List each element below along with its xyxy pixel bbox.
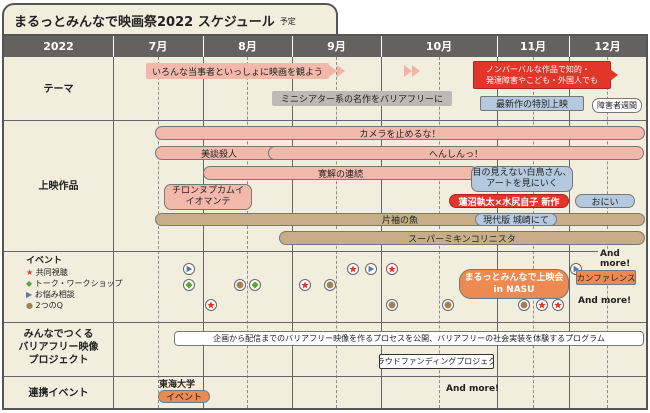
- row-divider: [4, 322, 646, 323]
- grid-dash: [247, 57, 248, 408]
- arrow-icon: [412, 65, 420, 77]
- legend-title: イベント: [26, 256, 63, 266]
- events-and-more-1: And more!: [598, 249, 646, 269]
- diamond-icon: [249, 279, 261, 291]
- legend-item: ◆ トーク・ワークショップ: [26, 279, 123, 288]
- title-tab: まるっとみんなで映画祭2022 スケジュール 予定: [2, 3, 338, 35]
- star-icon: [205, 299, 217, 311]
- row-label-partner: 連携イベント: [28, 388, 89, 399]
- year-cell: 2022: [43, 40, 74, 53]
- row-divider: [4, 120, 646, 121]
- theme-bar-1: いろんな当事者といっしょに映画を観よう: [146, 63, 329, 79]
- film-bar-7: 蓮沼執太×水尻自子 新作: [449, 194, 569, 208]
- grid-line: [113, 57, 114, 408]
- circle-icon: [386, 299, 398, 311]
- diamond-icon: ◆: [26, 279, 33, 288]
- month-header: 2022 7月 8月 9月 10月 11月 12月: [4, 36, 646, 57]
- row-label-theme: テーマ: [43, 84, 74, 95]
- star-icon: [299, 279, 311, 291]
- star-icon: [536, 299, 548, 311]
- row-divider: [4, 251, 646, 252]
- arrow-icon: [337, 65, 345, 77]
- play-icon: ▶: [26, 290, 33, 299]
- project-bar-1: 企画から配信までのバリアフリー映像を作るプロセスを公開、バリアフリーの社会実装を…: [174, 331, 644, 346]
- film-bar-3: へんしんっ！: [268, 146, 644, 160]
- month-jul: 7月: [148, 40, 168, 53]
- grid-line: [203, 57, 204, 408]
- star-icon: ★: [26, 268, 34, 277]
- grid-dash: [158, 57, 159, 408]
- partner-and-more: And more!: [446, 384, 500, 394]
- month-sep: 9月: [327, 40, 346, 53]
- arrow-icon: [404, 65, 412, 77]
- film-bar-10: 現代版 城崎にて: [475, 213, 557, 226]
- row-label-films: 上映作品: [38, 181, 79, 192]
- film-bar-5: 目の見えない白鳥さん、 アートを見にいく: [471, 166, 573, 192]
- circle-icon: [234, 279, 246, 291]
- event-conference: カンファレンス: [576, 270, 636, 285]
- star-icon: [386, 263, 398, 275]
- month-aug: 8月: [238, 40, 257, 53]
- star-icon: [552, 299, 564, 311]
- event-nasu: まるっとみんなで上映会 in NASU: [459, 269, 569, 299]
- film-bar-4: 寛解の連続: [203, 166, 478, 180]
- page-title: まるっとみんなで映画祭2022 スケジュール: [14, 14, 275, 30]
- play-icon: [183, 263, 195, 275]
- partner-tokai: 東海大学: [159, 380, 196, 390]
- legend-item: ★ 共同視聴: [26, 268, 68, 277]
- event-legend: イベント ★ 共同視聴 ◆ トーク・ワークショップ ▶ お悩み相談 ● 2つのQ: [26, 256, 123, 311]
- diamond-icon: [183, 279, 195, 291]
- film-bar-9: 片袖の魚: [155, 213, 645, 226]
- theme-bar-4: 最新作の特別上映: [480, 96, 584, 111]
- arrow-icon: [329, 65, 337, 77]
- circle-icon: ●: [26, 301, 33, 310]
- film-bar-1: カメラを止めるな！: [155, 126, 645, 140]
- partner-event: イベント: [158, 390, 210, 403]
- arrow-icon: [610, 69, 618, 81]
- legend-item: ● 2つのQ: [26, 301, 63, 310]
- month-dec: 12月: [594, 40, 621, 53]
- film-bar-2: 美談殺人: [155, 146, 283, 160]
- theme-bar-2: ミニシアター系の名作をバリアフリーに: [272, 91, 452, 106]
- film-bar-6: チロンヌプカムイ イオマンテ: [164, 184, 252, 210]
- month-nov: 11月: [519, 40, 547, 53]
- title-note: 予定: [279, 17, 296, 26]
- theme-bar-3: ノンバーバルな作品で知的・ 発達障害やこども・外国人でも: [473, 61, 611, 89]
- events-and-more-2: And more!: [578, 296, 632, 306]
- month-oct: 10月: [425, 40, 453, 53]
- circle-icon: [442, 299, 454, 311]
- play-icon: [365, 263, 377, 275]
- row-label-project: みんなでつくる バリアフリー映像 プロジェクト: [18, 329, 99, 366]
- legend-item: ▶ お悩み相談: [26, 290, 75, 299]
- theme-bar-5: 障害者週間: [592, 98, 642, 113]
- film-bar-11: スーパーミキンコリニスタ: [279, 231, 645, 245]
- circle-icon: [518, 299, 530, 311]
- star-icon: [347, 263, 359, 275]
- row-divider: [4, 376, 646, 377]
- film-bar-8: おにい: [575, 194, 635, 208]
- circle-icon: [324, 279, 336, 291]
- project-bar-2: クラウドファンディングプロジェクト: [379, 354, 494, 369]
- schedule-board: 2022 7月 8月 9月 10月 11月 12月: [2, 34, 648, 410]
